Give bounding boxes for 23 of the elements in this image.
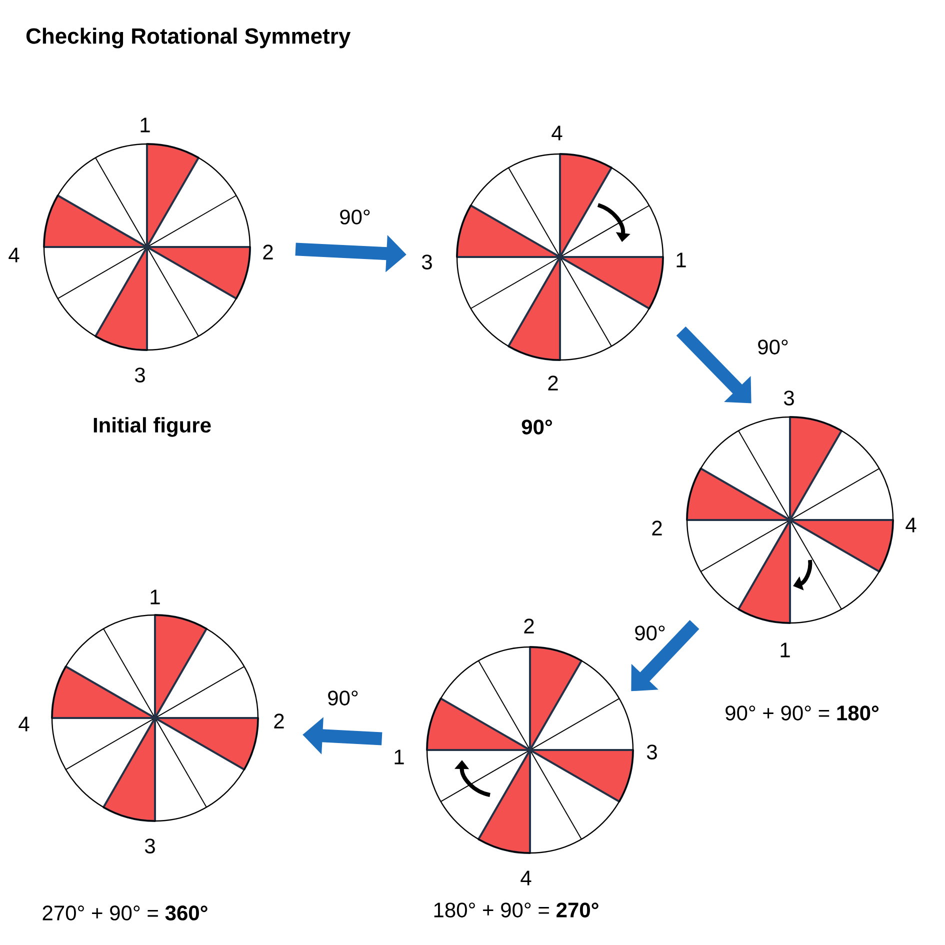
callout-number: 1 xyxy=(394,750,404,764)
node-label: Initial figure xyxy=(94,417,211,437)
block-arrow xyxy=(631,620,700,692)
pinwheel-drawing xyxy=(456,153,664,361)
edge-label: 90° xyxy=(635,626,665,640)
edge-label: 90° xyxy=(758,340,788,354)
title: Checking Rotational Symmetry xyxy=(26,28,351,48)
callout-number: 4 xyxy=(8,248,20,262)
node-label: 90° + 90° = 180° xyxy=(726,706,878,720)
block-arrow xyxy=(676,326,752,404)
callout-number: 270° + 90° = 360° xyxy=(42,906,208,920)
pinwheel-drawing xyxy=(43,143,251,351)
edge-label: 90° xyxy=(328,690,358,706)
pinwheel-drawing xyxy=(426,646,634,854)
pinwheel-drawing xyxy=(686,416,894,624)
edge-label: 90° xyxy=(340,210,370,224)
callout-number: 3 xyxy=(422,254,432,270)
node-label: 90° xyxy=(522,420,552,434)
callout-number: 1 xyxy=(780,642,790,658)
callout-number: 2 xyxy=(652,520,662,536)
node-label: 180° + 90° = 270° xyxy=(434,902,598,918)
pinwheel-drawing xyxy=(51,614,259,822)
callout-number: 4 xyxy=(18,716,30,732)
